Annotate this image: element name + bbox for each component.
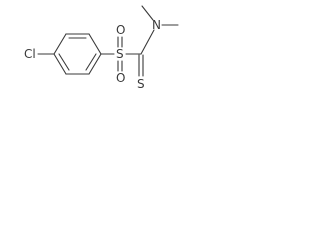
chlorine-label: Cl	[24, 47, 36, 61]
chemical-structure-diagram: Cl S O O N S	[24, 5, 179, 91]
nitrogen-methyl-left-bond	[141, 5, 154, 21]
sulfonyl-oxygen-bottom-bond	[117, 60, 123, 72]
ring-double-bond	[85, 53, 97, 71]
sulfonyl-oxygen-top-label: O	[116, 23, 125, 37]
ring-double-bond	[58, 53, 70, 71]
ring-bond	[88, 53, 102, 75]
ring-bond	[53, 53, 67, 75]
thione-double-bond	[138, 54, 144, 77]
sulfonyl-oxygen-bottom-label: O	[116, 71, 125, 85]
carbon-to-nitrogen-bond	[140, 29, 155, 55]
nitrogen-label: N	[152, 18, 161, 32]
ring-bond	[88, 33, 102, 55]
thione-sulfur-label: S	[137, 77, 145, 91]
sulfonyl-oxygen-top-bond	[117, 36, 123, 48]
benzene-ring	[53, 33, 102, 75]
ring-bond	[53, 33, 67, 55]
sulfonyl-sulfur-label: S	[116, 47, 124, 61]
